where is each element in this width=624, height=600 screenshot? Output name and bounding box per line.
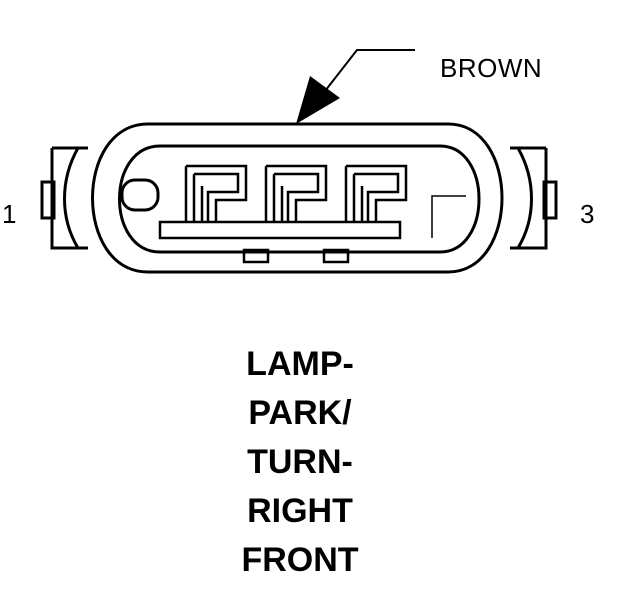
title-line: RIGHT	[247, 492, 353, 530]
terminal-1	[184, 164, 248, 222]
title-line: FRONT	[241, 541, 359, 579]
right-latch	[510, 146, 558, 250]
wire-color-label: BROWN	[440, 53, 543, 83]
terminal-3	[344, 164, 408, 222]
connector-housing-outer	[91, 122, 504, 274]
right-cavity-line	[431, 195, 466, 238]
wire-arrow	[296, 76, 340, 124]
title-line: PARK/	[248, 394, 352, 432]
connector-title: LAMP- PARK/ TURN- RIGHT FRONT	[180, 340, 420, 585]
key-notch	[120, 178, 160, 212]
pin-number-right: 3	[580, 199, 595, 229]
title-line: LAMP-	[246, 345, 354, 383]
left-latch	[40, 146, 88, 250]
connector-housing-inner	[118, 144, 481, 254]
bottom-tab-left	[242, 248, 270, 264]
wire-leader	[317, 49, 415, 101]
terminal-bar	[158, 220, 402, 240]
title-line: TURN-	[247, 443, 353, 481]
terminal-2	[264, 164, 328, 222]
pin-number-left: 1	[2, 199, 17, 229]
bottom-tab-right	[322, 248, 350, 264]
